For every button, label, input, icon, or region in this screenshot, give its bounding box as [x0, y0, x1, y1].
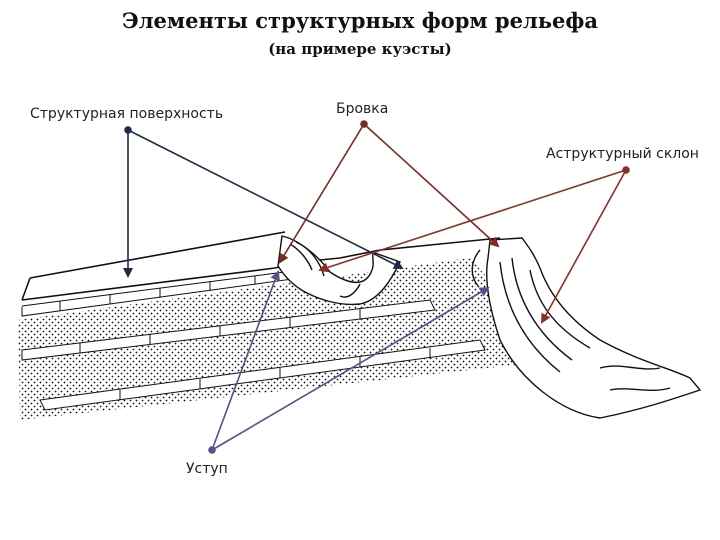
diagram-title: Элементы структурных форм рельефа [122, 8, 598, 33]
label-brovka: Бровка [336, 101, 389, 117]
arrow-ustup [208, 270, 490, 454]
arrow-structural-surface [123, 126, 404, 278]
astructural-slope [471, 237, 702, 419]
cuesta-block [18, 258, 560, 420]
label-astructural-slope: Аструктурный склон [546, 146, 699, 162]
label-structural-surface: Структурная поверхность [30, 106, 224, 122]
label-ustup: Уступ [186, 461, 228, 477]
arrow-astructural-slope [318, 166, 630, 324]
arrow-brovka [278, 120, 500, 264]
diagram-subtitle: (на примере куэсты) [268, 40, 452, 58]
